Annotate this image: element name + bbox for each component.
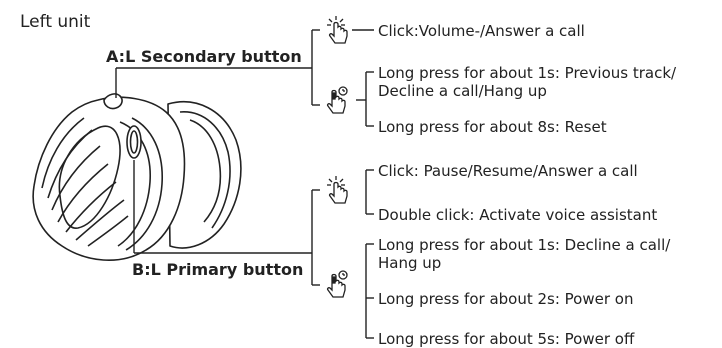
b-long-item: Long press for about 5s: Power off — [378, 330, 635, 348]
hand-click-icon — [327, 176, 348, 204]
hand-long-press-icon — [326, 86, 348, 114]
b-long-item: Long press for about 1s: Decline a call/… — [378, 236, 671, 272]
connector-lines — [115, 29, 374, 339]
b-click-item: Click: Pause/Resume/Answer a call — [378, 162, 638, 180]
button-a-label: A:L Secondary button — [106, 47, 302, 66]
diagram-title: Left unit — [20, 12, 91, 32]
a-click-item: Click:Volume-/Answer a call — [378, 22, 585, 40]
button-b-label: B:L Primary button — [132, 260, 304, 279]
b-long-item: Long press for about 2s: Power on — [378, 290, 634, 308]
b-click-item: Double click: Activate voice assistant — [378, 206, 658, 224]
hand-long-press-icon — [326, 270, 348, 298]
button-a-shape — [103, 93, 123, 110]
a-long-item: Long press for about 8s: Reset — [378, 118, 607, 136]
button-b-shape — [126, 125, 142, 159]
earbud-illustration — [32, 93, 242, 261]
a-long-item: Long press for about 1s: Previous track/… — [378, 64, 677, 100]
hand-click-icon — [327, 16, 348, 44]
earbud-shell — [32, 96, 186, 261]
